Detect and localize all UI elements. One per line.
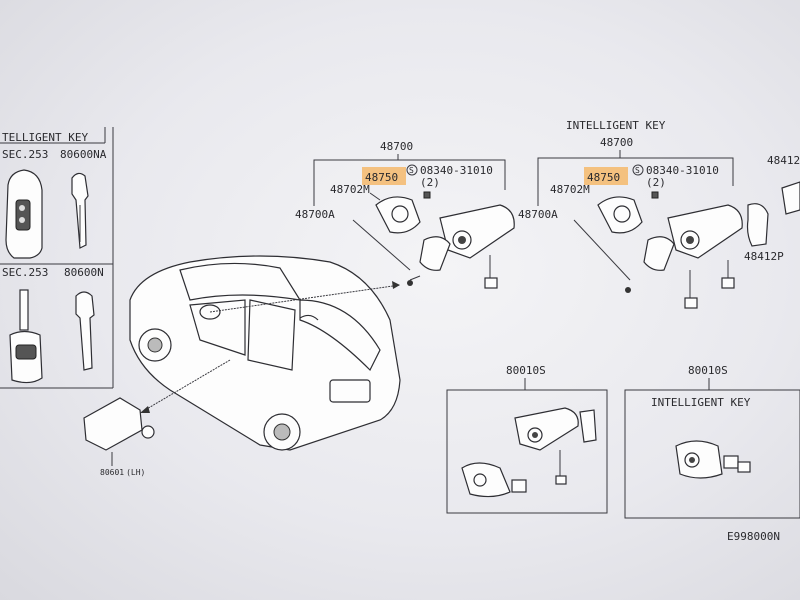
group2-highlight-label: 48750 [587,171,620,184]
group2-main-part: 48700 [600,136,633,149]
box2-title: INTELLIGENT KEY [651,396,751,409]
left-panel-part-top: 80600NA [60,148,107,161]
left-panel-ref-top: SEC.253 [2,148,48,161]
group1-bolt-qty: (2) [420,176,440,189]
mechanical-key-icon [71,172,89,249]
key-blade-icon [75,291,95,371]
box1-label: 80010S [506,364,546,377]
group1-bolt-part: 08340-31010 [420,164,493,177]
group2-highlight [584,167,628,185]
group1-sub1: 48702M [330,183,370,196]
group1-main-part: 48700 [380,140,413,153]
ignition-group-1: 48700 48750 S 08340-31010 (2) 48702M 487… [295,140,515,289]
group1-sub2: 48700A [295,208,335,221]
diagram-footer-code: E998000N [727,530,780,543]
group2-bolt-part: 08340-31010 [646,164,719,177]
group2-sub2: 48700A [518,208,558,221]
group2-sub1: 48702M [550,183,590,196]
box2-label: 80010S [688,364,728,377]
left-key-panel: TELLIGENT KEY SEC.253 80600NA SEC.253 80… [0,127,114,389]
group1-highlight-label: 48750 [365,171,398,184]
group2-right2: 48412P [744,250,784,263]
left-panel-part-bottom: 80600N [64,266,104,279]
ignition-group-2: INTELLIGENT KEY 48700 48750 S 08340-3101… [518,119,800,309]
door-lock-cylinder [83,397,155,466]
left-panel-ref-bottom: SEC.253 [2,266,48,279]
box-80010s-standard: 80010S [446,364,608,514]
left-panel-title: TELLIGENT KEY [2,131,88,144]
svg-text:S: S [635,166,640,175]
svg-text:S: S [409,166,414,175]
car-illustration [129,255,401,451]
key-with-blade-icon [9,289,43,384]
key-fob-icon [5,169,43,259]
group2-right1: 48412 [767,154,800,167]
group2-bolt-qty: (2) [646,176,666,189]
group2-title: INTELLIGENT KEY [566,119,666,132]
box-80010s-intelligent: 80010S INTELLIGENT KEY [624,364,800,519]
door-lock-part-number: 80601(LH) [100,468,145,477]
group1-highlight [362,167,406,185]
